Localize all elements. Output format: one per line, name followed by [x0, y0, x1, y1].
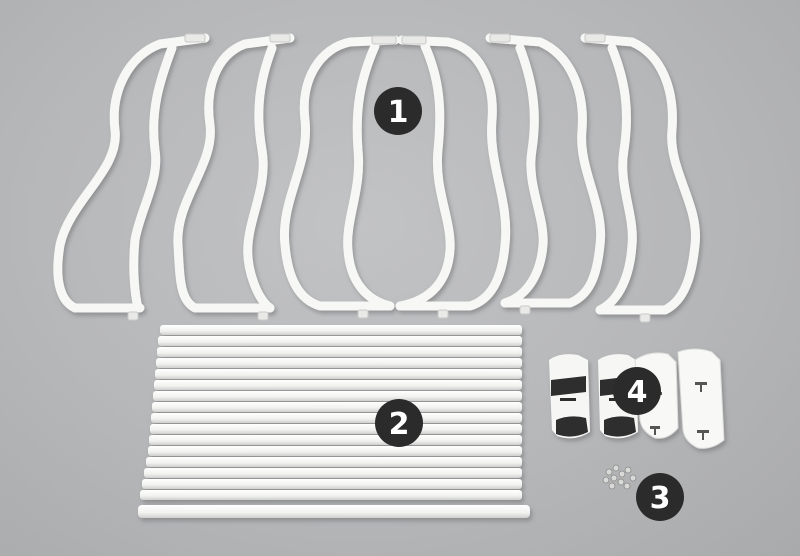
rod [158, 336, 522, 346]
badge-frames: 1 [374, 87, 422, 135]
foot-clip [677, 348, 725, 449]
curved-frame [173, 33, 295, 313]
rod [153, 391, 522, 401]
badge-screws: 3 [636, 473, 684, 521]
badge-label: 2 [389, 407, 410, 442]
foot-clip [549, 354, 590, 439]
rod [148, 446, 522, 456]
curved-frame [485, 33, 606, 308]
badge-label: 4 [627, 375, 648, 410]
badge-rods: 2 [375, 399, 423, 447]
rod-bundle [138, 325, 530, 518]
rod [152, 402, 522, 412]
frame-connectors [127, 33, 651, 323]
badge-label: 1 [388, 95, 409, 130]
rod [154, 380, 522, 390]
foot-clips [549, 348, 725, 449]
rod [160, 325, 522, 335]
rod [146, 457, 522, 467]
rod [140, 490, 522, 500]
rod [155, 369, 522, 379]
rod [149, 435, 522, 445]
rod [150, 424, 522, 434]
curved-frame-group [53, 33, 701, 315]
curved-frame [395, 35, 511, 311]
screw-pile [602, 464, 637, 490]
badge-label: 3 [650, 481, 671, 516]
curved-frame [580, 33, 701, 315]
rod [142, 479, 522, 489]
curved-frame [53, 33, 210, 313]
rod [151, 413, 522, 423]
rod [156, 358, 522, 368]
rod [138, 505, 530, 518]
rod [144, 468, 522, 478]
curved-frame [279, 35, 400, 311]
rod [157, 347, 522, 357]
badge-feet: 4 [613, 367, 661, 415]
